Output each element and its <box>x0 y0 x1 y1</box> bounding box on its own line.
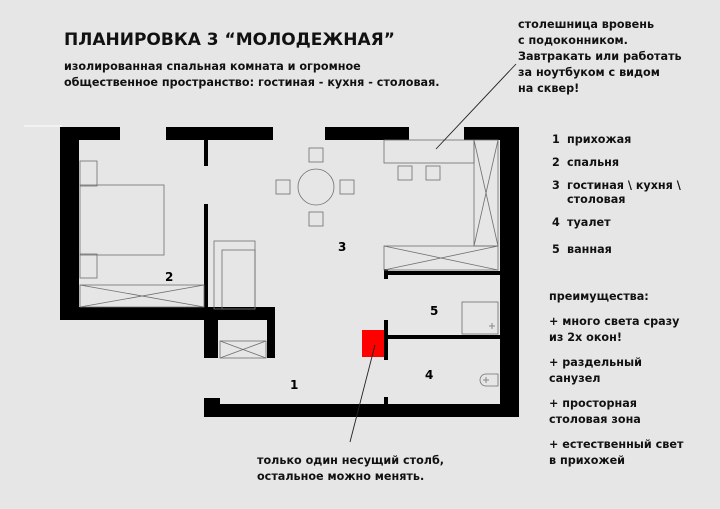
note-line: только один несущий столб, <box>257 454 445 467</box>
advantage-line: столовая зона <box>549 413 641 426</box>
legend-num: 2 <box>552 156 560 169</box>
kitchen-cabinet <box>383 245 499 271</box>
advantage-line: + просторная <box>549 397 637 410</box>
advantage-item: + просторная столовая зона <box>549 396 683 428</box>
hall-closet <box>219 340 267 359</box>
shower-tray <box>461 301 499 335</box>
countertop-pointer <box>435 63 517 150</box>
note-line: за ноутбуком с видом <box>518 66 660 79</box>
legend-label: спальня <box>567 156 620 169</box>
advantage-line: + много света сразу <box>549 315 680 328</box>
room-legend: 1 прихожая 2 спальня 3 гостиная \ кухня \ с… <box>552 133 702 266</box>
legend-item: 1 прихожая <box>552 133 702 147</box>
legend-num: 1 <box>552 133 560 146</box>
countertop-note: столешница вровень с подоконником. Завтр… <box>518 17 682 97</box>
wardrobe <box>79 284 205 308</box>
subtitle-line: изолированная спальная комната и огромно… <box>64 60 361 73</box>
legend-label: прихожая <box>567 133 632 146</box>
room-label-4: 4 <box>425 368 433 382</box>
countertop <box>383 139 475 164</box>
room-label-5: 5 <box>430 304 438 318</box>
legend-label: туалет <box>567 216 611 229</box>
note-line: на сквер! <box>518 82 580 95</box>
advantage-item: + раздельный санузел <box>549 355 683 387</box>
legend-item: 4 туалет <box>552 216 702 230</box>
legend-num: 5 <box>552 243 560 256</box>
chair <box>275 179 291 195</box>
legend-item: 2 спальня <box>552 156 702 170</box>
advantages-heading: преимущества: <box>549 290 649 303</box>
legend-label: ванная <box>567 243 612 256</box>
room-label-2: 2 <box>165 270 173 284</box>
legend-item: 5 ванная <box>552 243 702 257</box>
column-note: только один несущий столб, остальное мож… <box>257 453 444 485</box>
legend-label: гостиная \ кухня \ столовая <box>567 179 681 206</box>
legend-num: 4 <box>552 216 560 229</box>
walls <box>60 127 519 417</box>
note-line: с подоконником. <box>518 34 628 47</box>
advantage-line: из 2х окон! <box>549 331 622 344</box>
room-label-3: 3 <box>338 240 346 254</box>
note-line: Завтракать или работать <box>518 50 682 63</box>
advantage-item: + много света сразу из 2х окон! <box>549 314 683 346</box>
advantage-item: + естественный свет в прихожей <box>549 437 683 469</box>
drain-icons <box>483 323 495 383</box>
chair <box>339 179 355 195</box>
legend-num: 3 <box>552 179 560 192</box>
advantage-line: в прихожей <box>549 454 626 467</box>
advantage-line: санузел <box>549 372 601 385</box>
advantage-line: + естественный свет <box>549 438 684 451</box>
page-title: ПЛАНИРОВКА 3 “МОЛОДЕЖНАЯ” <box>64 30 395 50</box>
advantages-list: преимущества: + много света сразу из 2х о… <box>549 289 683 478</box>
load-bearing-column <box>362 330 384 357</box>
stool <box>397 165 413 181</box>
bed <box>79 184 165 256</box>
note-line: столешница вровень <box>518 18 655 31</box>
dining-table <box>297 168 335 206</box>
stool <box>425 165 441 181</box>
nightstand <box>79 253 98 279</box>
column-pointer <box>349 344 376 443</box>
toilet <box>479 373 499 387</box>
advantage-line: + раздельный <box>549 356 642 369</box>
furniture <box>79 139 499 387</box>
chair <box>308 211 324 227</box>
legend-item: 3 гостиная \ кухня \ столовая <box>552 179 702 207</box>
subtitle: изолированная спальная комната и огромно… <box>64 59 440 91</box>
subtitle-line: общественное пространство: гостиная - ку… <box>64 76 440 89</box>
chair <box>308 147 324 163</box>
room-label-1: 1 <box>290 378 298 392</box>
nightstand <box>79 160 98 187</box>
note-line: остальное можно менять. <box>257 470 425 483</box>
sofa <box>213 240 256 310</box>
